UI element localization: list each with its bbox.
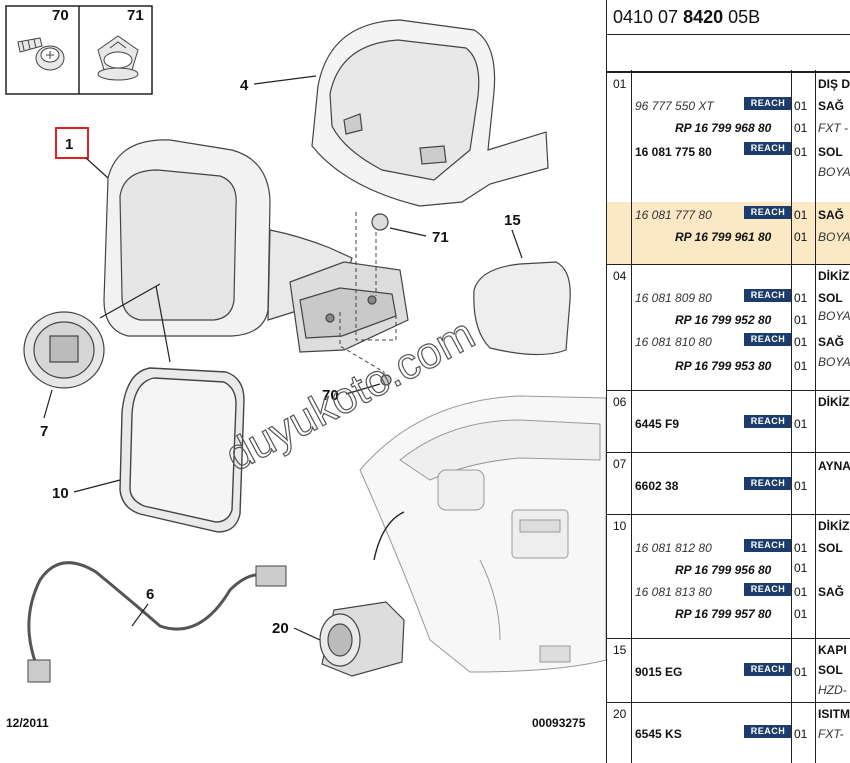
mirror-cover [311,19,549,207]
table-row-highlighted[interactable]: 16 081 777 80 REACH 01 SAĞ RP 16 799 961… [607,202,850,264]
reach-badge: REACH [744,477,792,490]
callout-15: 15 [504,212,521,229]
reference-number: 0410 07 8420 05B [613,7,761,27]
highlight-box [55,127,89,159]
screw-icon [17,37,65,71]
reach-badge: REACH [744,97,792,110]
diagram-date: 12/2011 [6,716,49,730]
table-row[interactable]: 10 DİKİZ 16 081 812 80 REACH 01 SOL RP 1… [607,514,850,639]
callout-70: 70 [322,387,339,404]
column-divider [631,70,632,763]
table-row[interactable]: 15 KAPI 9015 EG REACH 01 SOL HZD- [607,638,850,703]
column-divider [791,70,792,763]
table-row[interactable]: 06 DİKİZ 6445 F9 REACH 01 [607,390,850,453]
fastener-box: 70 71 [5,5,153,95]
callout-6: 6 [146,586,154,603]
clip-nut-icon [97,35,139,81]
table-row[interactable]: 07 AYNA 6602 38 REACH 01 [607,452,850,515]
parts-table: 0410 07 8420 05B 01 96 777 550 XT REACH … [606,0,850,763]
reach-badge: REACH [744,415,792,428]
table-row[interactable]: 04 DİKİZ 16 081 809 80 REACH 01 SOL RP 1… [607,264,850,391]
clip-71-part [371,213,389,231]
reach-badge: REACH [744,725,792,738]
switch-20-part [319,601,405,677]
callout-1: 1 [65,136,73,153]
parts-diagram: 70 71 1 [5,5,606,730]
reach-badge: REACH [744,206,792,219]
reach-badge: REACH [744,539,792,552]
reach-badge: REACH [744,663,792,676]
callout-20: 20 [272,620,289,637]
screw-70-part [380,374,392,386]
motor-7-part [23,311,105,389]
mirror-base [289,261,409,353]
exploded-view-drawing: 70 71 1 [5,5,606,730]
connector-icon [255,565,287,587]
callout-70-box: 70 [52,7,69,24]
reach-badge: REACH [744,333,792,346]
callout-7: 7 [40,423,48,440]
dashboard-illustration [359,395,606,673]
callout-10: 10 [52,485,69,502]
drawing-number: 00093275 [532,716,586,730]
callout-71-box: 71 [127,7,144,24]
table-row[interactable]: 20 ISITM 6545 KS REACH 01 FXT- [607,702,850,763]
header-spacer-row [607,34,850,72]
reach-badge: REACH [744,289,792,302]
callout-4: 4 [240,77,249,94]
column-divider [815,70,816,763]
cable-6-part [27,561,269,665]
callout-71: 71 [432,229,449,246]
table-row[interactable]: 01 96 777 550 XT REACH 01 DIŞ D SAĞ RP 1… [607,72,850,203]
reach-badge: REACH [744,583,792,596]
mirror-glass-10-part [119,367,245,533]
reach-badge: REACH [744,142,792,155]
cap-15-part [473,261,571,356]
connector-icon [27,659,51,683]
